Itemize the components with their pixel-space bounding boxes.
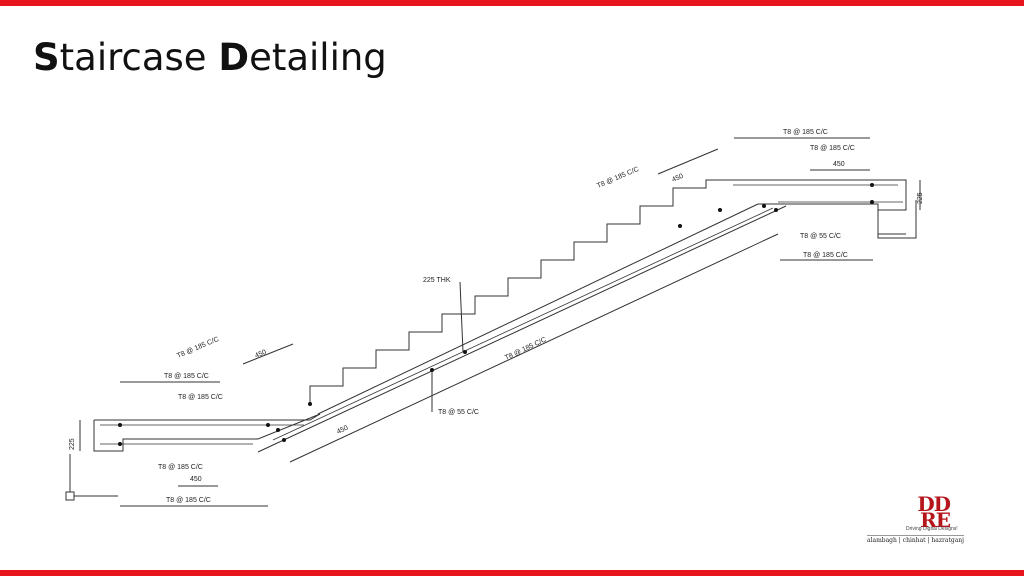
label-dim-225-right: 225 (917, 192, 924, 204)
label-lower-diag-t8: T8 @ 185 C/C (176, 336, 220, 360)
title-initial-d: D (218, 36, 250, 79)
label-upper-diag-t8: T8 @ 185 C/C (596, 166, 640, 190)
upper-landing-top (726, 179, 907, 235)
label-bottom-t8-185-b: T8 @ 185 C/C (166, 497, 211, 504)
rebar-dot (276, 428, 280, 432)
logo-mark: DD RE (917, 492, 951, 532)
label-t8-185-right: T8 @ 185 C/C (803, 252, 848, 259)
label-top-450: 450 (833, 161, 845, 168)
rebar-dot (870, 183, 874, 187)
title-word-1: taircase (59, 36, 219, 79)
diag-dim-upper (657, 148, 719, 175)
slide-title: Staircase Detailing (33, 36, 387, 79)
diag-dim-lower (289, 233, 779, 463)
rebar-dot (463, 350, 467, 354)
brand-logo: DD RE Driving Digital Designs! alambagh … (862, 494, 982, 550)
bottom-accent-bar (0, 570, 1024, 576)
waist-slab-soffit (257, 205, 787, 453)
rebar-dot (430, 368, 434, 372)
rebar-dot (678, 224, 682, 228)
logo-mark-line2: RE (920, 508, 951, 532)
steps-profile (309, 179, 726, 404)
logo-mark-line1: DD (917, 492, 951, 516)
staircase-svg: T8 @ 185 C/C T8 @ 185 C/C 450 T8 @ 185 C… (65, 129, 924, 507)
rebar-dot (870, 200, 874, 204)
staircase-drawing: T8 @ 185 C/C T8 @ 185 C/C 450 T8 @ 185 C… (58, 114, 934, 514)
label-225-thk: 225 THK (423, 277, 451, 284)
label-upper-diag-450: 450 (671, 173, 685, 184)
label-t8-55-right: T8 @ 55 C/C (800, 233, 841, 240)
top-accent-bar (0, 0, 1024, 6)
label-bottom-t8-185: T8 @ 185 C/C (158, 464, 203, 471)
rebar-dot (718, 208, 722, 212)
label-left-t8-185-b: T8 @ 185 C/C (178, 394, 223, 401)
waist-slab-top (317, 203, 759, 415)
origin-box (65, 491, 75, 501)
waist-main-bar (272, 207, 774, 441)
lower-landing-bottom (93, 413, 321, 452)
label-bottom-450-diag: 450 (336, 424, 350, 435)
label-bottom-450: 450 (190, 476, 202, 483)
lower-landing-outline (94, 413, 321, 421)
rebar-dot (266, 423, 270, 427)
diag-dim-left (242, 343, 294, 365)
label-top-t8-185: T8 @ 185 C/C (783, 129, 828, 136)
rebar-dots (118, 183, 874, 446)
title-initial-s: S (33, 36, 60, 79)
rebar-dot (282, 438, 286, 442)
logo-tagline: Driving Digital Designs! (906, 526, 958, 532)
rebar-dot (774, 208, 778, 212)
rebar-dot (308, 402, 312, 406)
label-top-t8-185-b: T8 @ 185 C/C (810, 145, 855, 152)
logo-locations: alambagh | chinhat | hazratganj (867, 535, 965, 544)
label-lower-diag-450: 450 (254, 349, 268, 360)
label-left-t8-185: T8 @ 185 C/C (164, 373, 209, 380)
label-waist-t8-55: T8 @ 55 C/C (438, 409, 479, 416)
title-word-2: etailing (249, 36, 387, 79)
label-dim-225-left: 225 (69, 438, 76, 450)
rebar-dot (118, 423, 122, 427)
upper-landing-bottom (758, 200, 917, 239)
rebar-dot (762, 204, 766, 208)
leader-225thk (459, 281, 464, 353)
label-waist-t8-185: T8 @ 185 C/C (504, 337, 548, 362)
rebar-dot (118, 442, 122, 446)
